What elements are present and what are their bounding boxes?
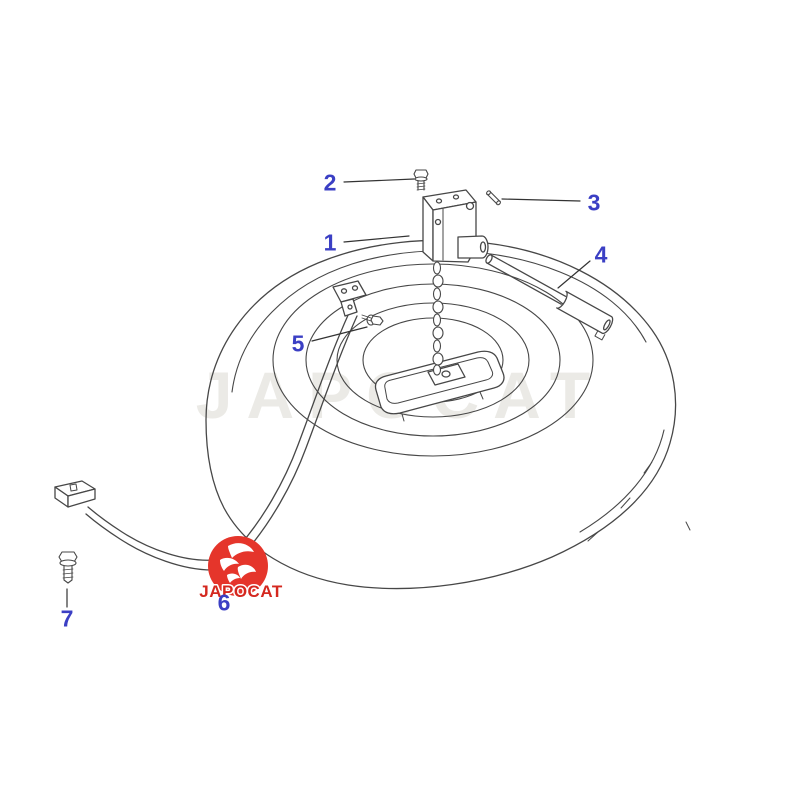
callout-1: 1 [323,229,337,256]
callout-6: 6 [217,589,231,616]
bracket-part-5 [332,280,384,326]
guide-tube [85,312,358,571]
callout-3: 3 [587,189,601,216]
bolt-part-5 [361,314,384,326]
chain-retainer-plate [374,350,505,422]
winch-chain [432,261,444,376]
handle-rod-part-4 [485,254,614,341]
winch-carrier-bracket [422,189,489,263]
spare-tire [205,239,691,590]
logo-text: JAPOCAT [199,582,283,601]
bolt-part-7 [58,551,78,584]
callout-4: 4 [594,241,608,268]
callout-7: 7 [60,605,74,632]
bolt-part-2 [413,169,429,191]
tube-end-clip [54,480,96,508]
japocat-logo: JAPOCAT [198,536,284,603]
callout-5: 5 [291,330,305,357]
pin-part-3 [486,190,501,206]
callout-2: 2 [323,169,337,196]
